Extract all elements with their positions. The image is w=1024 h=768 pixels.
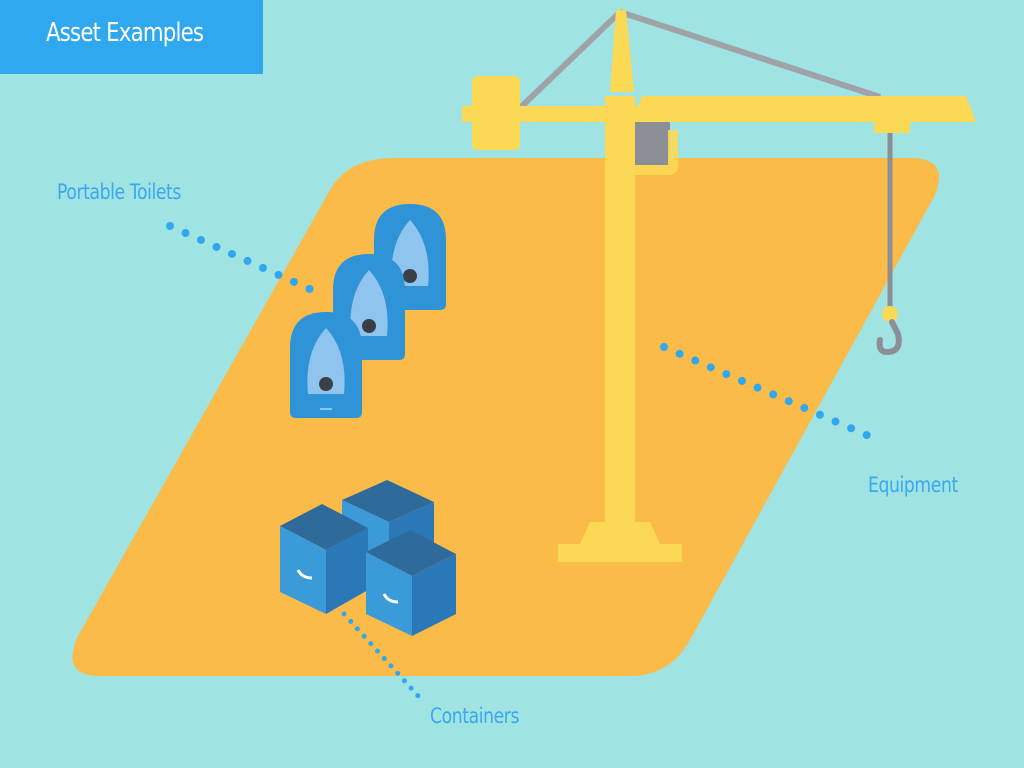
crane-icon [462, 9, 976, 562]
containers-label: Containers [430, 704, 520, 728]
title-banner: Asset Examples [0, 0, 263, 74]
equipment-label: Equipment [868, 473, 958, 497]
equipment-leader [660, 343, 882, 444]
portable-toilets-icon [290, 204, 446, 418]
page-title: Asset Examples [46, 18, 204, 48]
portable-toilets-label: Portable Toilets [57, 180, 181, 204]
containers-leader [341, 611, 423, 701]
containers-icon [280, 480, 456, 636]
portable-toilets-leader [166, 222, 316, 294]
construction-site-area [72, 158, 940, 676]
